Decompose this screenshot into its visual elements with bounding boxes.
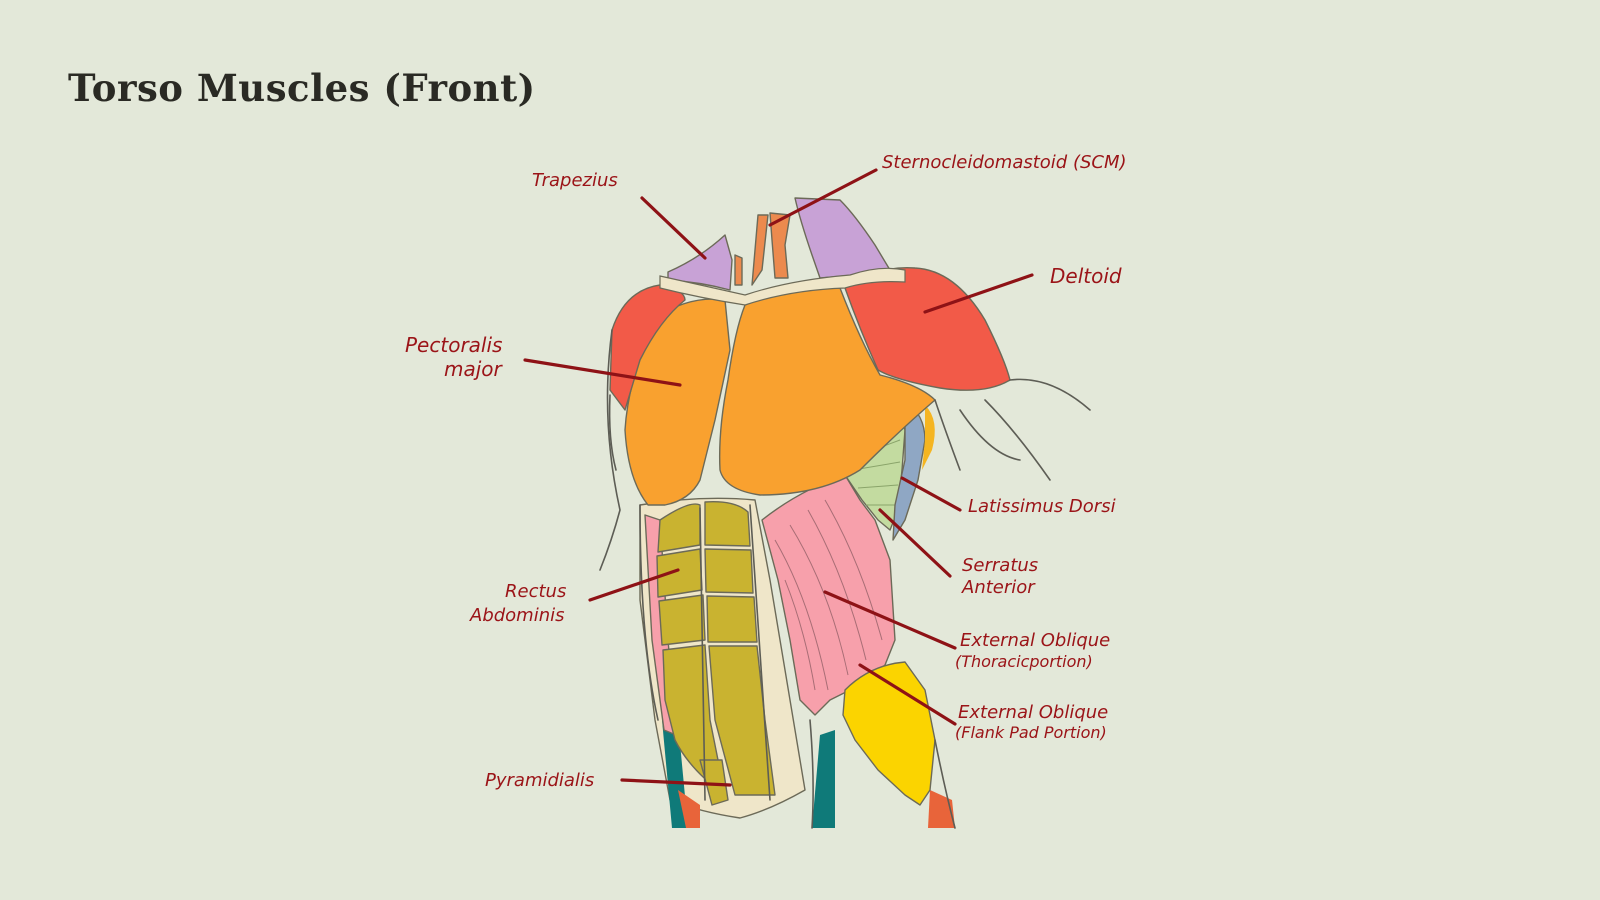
leader-ext-oblique-thoracic	[823, 590, 957, 650]
label-deltoid: Deltoid	[1050, 264, 1122, 288]
trapezius-right	[794, 197, 891, 279]
label-ext-oblique-flank-1: External Oblique	[958, 702, 1108, 723]
pectoralis-major-right	[718, 286, 936, 496]
leader-lines	[523, 168, 1034, 787]
label-trapezius: Trapezius	[532, 170, 618, 191]
teal-strip-right	[812, 730, 835, 828]
label-scm: Sternocleidomastoid (SCM)	[882, 152, 1127, 173]
lat-yellow-edge	[922, 405, 935, 470]
deltoid-left	[609, 284, 686, 411]
leader-pectoralis	[523, 358, 682, 387]
label-pyramidalis: Pyramidialis	[485, 770, 594, 791]
label-serratus-1: Serratus	[962, 555, 1038, 576]
label-ext-oblique-thoracic-2: (Thoracicportion)	[955, 652, 1093, 671]
clavicle	[659, 267, 906, 306]
label-pectoralis-2: major	[444, 357, 504, 381]
label-rectus-2: Abdominis	[469, 605, 565, 626]
scm-left	[751, 214, 769, 286]
page-title: Torso Muscles (Front)	[68, 66, 536, 110]
oblique-striations	[774, 499, 883, 691]
label-ext-oblique-thoracic-1: External Oblique	[960, 630, 1110, 651]
label-latissimus: Latissimus Dorsi	[968, 496, 1116, 517]
leader-ext-oblique-flank	[858, 663, 957, 726]
pyramidalis	[699, 759, 729, 806]
label-serratus-2: Anterior	[961, 577, 1036, 598]
lower-patch-left	[678, 790, 700, 828]
labels: Trapezius Sternocleidomastoid (SCM) Delt…	[405, 152, 1127, 791]
muscle-regions	[609, 197, 1011, 828]
label-rectus-1: Rectus	[505, 581, 566, 602]
leader-serratus	[878, 508, 952, 578]
leader-trapezius	[640, 196, 707, 260]
body-outline	[599, 329, 1091, 829]
leader-scm	[768, 168, 878, 227]
label-ext-oblique-flank-2: (Flank Pad Portion)	[955, 723, 1107, 742]
leader-pyramidalis	[620, 778, 732, 787]
rectus-abdominis	[656, 501, 776, 796]
leader-rectus	[588, 568, 680, 602]
scm-small-left	[734, 254, 743, 286]
label-pectoralis-1: Pectoralis	[405, 333, 502, 357]
leader-deltoid	[923, 273, 1034, 314]
leader-latissimus	[900, 476, 962, 512]
